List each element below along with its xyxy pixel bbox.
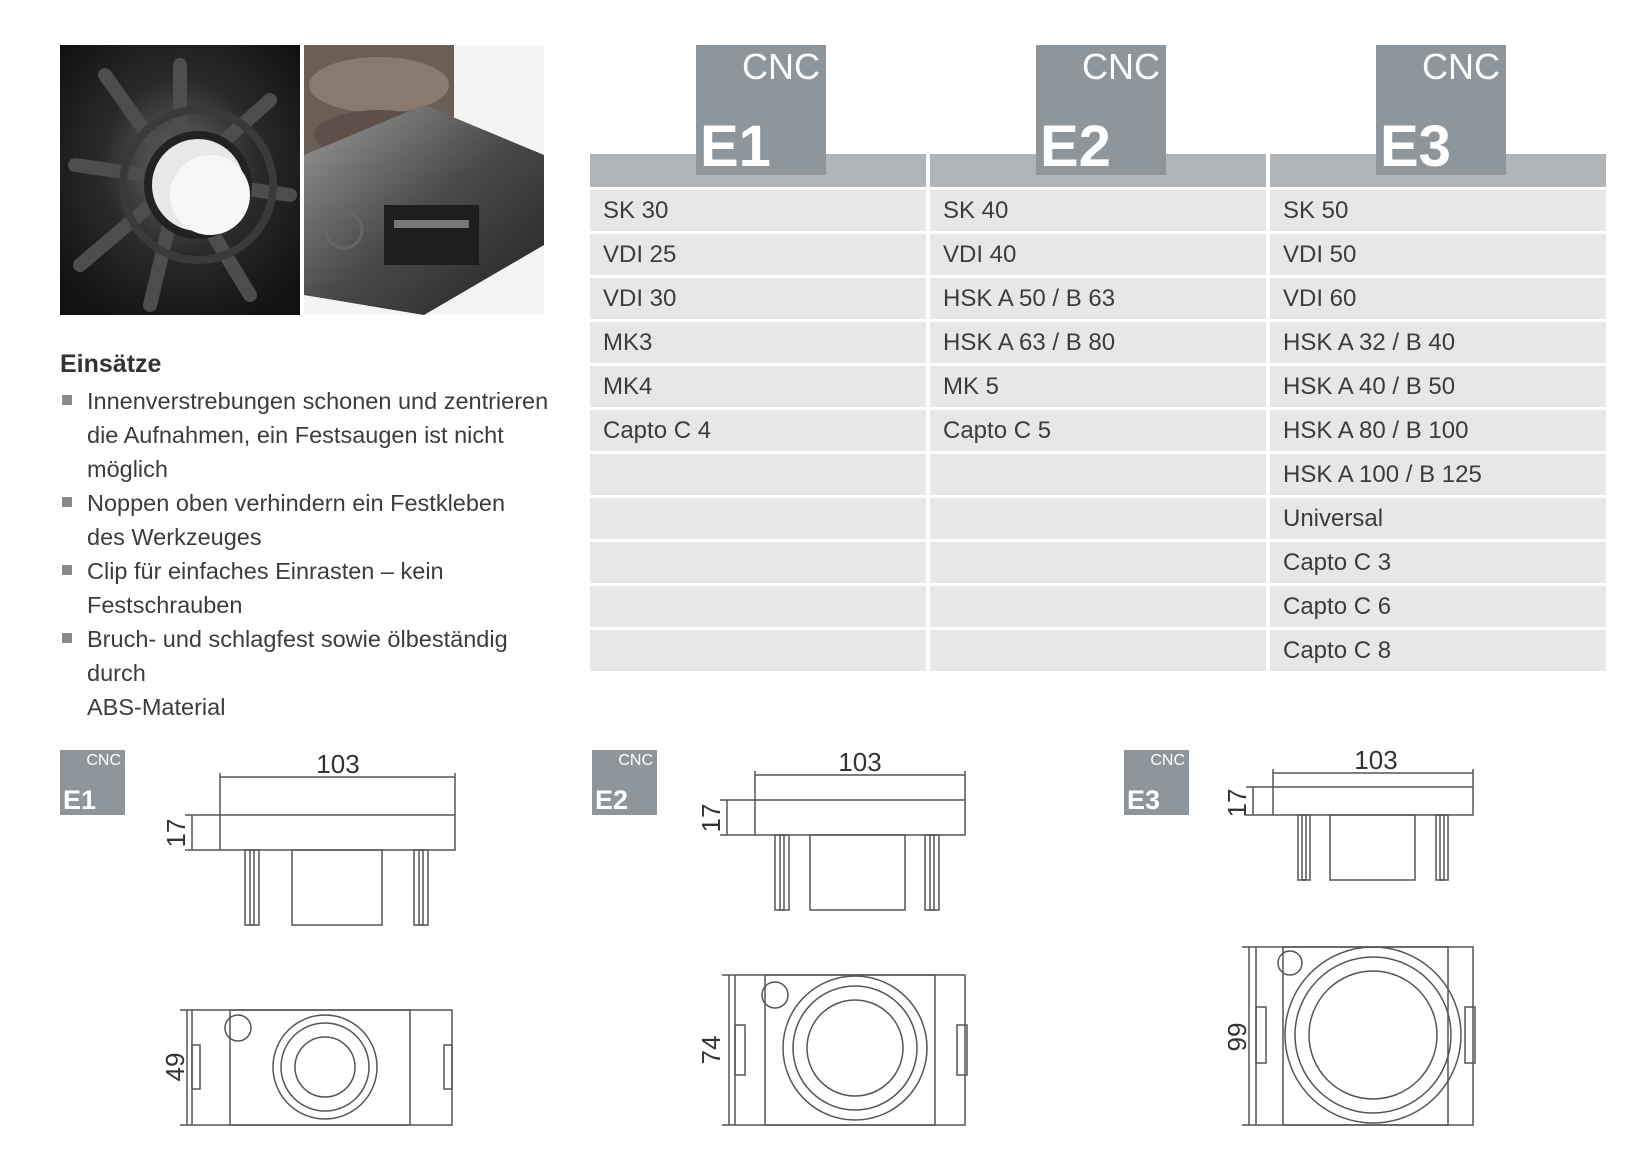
table-cell: VDI 50 [1270,234,1606,275]
bullet-square-icon [62,633,72,643]
table-cell: Capto C 8 [1270,630,1606,671]
bullet-square-icon [62,565,72,575]
drawing-badge-e2: CNC E2 [592,750,657,815]
table-cell: Universal [1270,498,1606,539]
bullet-square-icon [62,395,72,405]
drawing-badge-e3: CNC E3 [1124,750,1189,815]
table-cell: MK 5 [930,366,1266,407]
table-cell [930,498,1266,539]
table-cell: Capto C 3 [1270,542,1606,583]
dimension-height: 17 [696,804,726,833]
dimension-depth: 99 [1228,1023,1252,1052]
table-cell: VDI 60 [1270,278,1606,319]
table-cell [590,498,926,539]
table-cell: HSK A 50 / B 63 [930,278,1266,319]
bullet-square-icon [62,497,72,507]
table-cell: VDI 25 [590,234,926,275]
dimension-width: 103 [1354,745,1397,775]
table-cell: HSK A 80 / B 100 [1270,410,1606,451]
section-title: Einsätze [60,350,162,378]
table-cell: HSK A 63 / B 80 [930,322,1266,363]
column-badge-e2: CNC E2 [1036,45,1166,177]
table-cell: HSK A 100 / B 125 [1270,454,1606,495]
technical-drawing-e1: 103 17 49 [160,749,456,1126]
table-cell: MK4 [590,366,926,407]
table-cell [930,586,1266,627]
insert-photo-side-view [304,45,544,315]
drawing-badge-e1: CNC E1 [60,750,125,815]
table-cell [930,542,1266,583]
table-cell [930,454,1266,495]
feature-item: Bruch- und schlagfest sowie ölbeständig … [60,622,570,724]
table-cell: HSK A 40 / B 50 [1270,366,1606,407]
column-cells: SK 40 VDI 40 HSK A 50 / B 63 HSK A 63 / … [930,190,1266,674]
table-cell: SK 40 [930,190,1266,231]
feature-item: Innenverstrebungen schonen und zentriere… [60,384,570,486]
table-cell [930,630,1266,671]
column-cells: SK 50 VDI 50 VDI 60 HSK A 32 / B 40 HSK … [1270,190,1606,674]
table-cell: Capto C 4 [590,410,926,451]
feature-item: Clip für einfaches Einrasten – kein Fest… [60,554,570,622]
table-cell: SK 30 [590,190,926,231]
dimension-height: 17 [161,819,191,848]
table-cell: Capto C 6 [1270,586,1606,627]
technical-drawing-e2: 103 17 74 [696,747,968,1126]
table-cell: VDI 40 [930,234,1266,275]
table-cell: Capto C 5 [930,410,1266,451]
column-cells: SK 30 VDI 25 VDI 30 MK3 MK4 Capto C 4 [590,190,926,674]
table-cell [590,586,926,627]
dimension-depth: 74 [696,1036,726,1065]
dimension-depth: 49 [160,1053,190,1082]
insert-photo-top-view [60,45,300,315]
dimension-width: 103 [838,747,881,777]
table-cell [590,630,926,671]
feature-list: Innenverstrebungen schonen und zentriere… [60,384,570,724]
dimension-width: 103 [316,749,359,779]
table-cell [590,454,926,495]
table-cell: SK 50 [1270,190,1606,231]
table-cell: HSK A 32 / B 40 [1270,322,1606,363]
table-cell [590,542,926,583]
technical-drawing-e3: 103 17 99 [1228,745,1476,1126]
table-cell: MK3 [590,322,926,363]
table-cell: VDI 30 [590,278,926,319]
column-badge-e3: CNC E3 [1376,45,1506,177]
dimension-height: 17 [1228,789,1252,818]
